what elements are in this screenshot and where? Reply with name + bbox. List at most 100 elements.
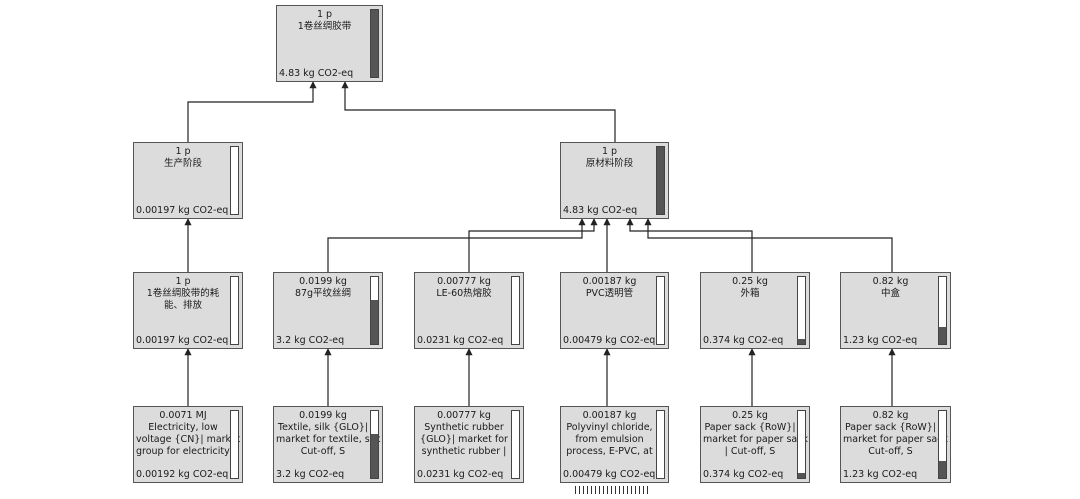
node-label-line: 0.00777 kg bbox=[437, 276, 491, 287]
node-impact-value: 4.83 kg CO2-eq bbox=[279, 68, 354, 79]
node-raw-material-stage: 1 p 原材料阶段 4.83 kg CO2-eq bbox=[560, 142, 669, 219]
node-impact-value: 0.00192 kg CO2-eq bbox=[136, 469, 229, 480]
node-polyvinyl-chloride: 0.00187 kg Polyvinyl chloride, from emul… bbox=[560, 406, 669, 483]
node-impact-value: 0.00197 kg CO2-eq bbox=[136, 205, 229, 216]
node-energy-emissions: 1 p 1卷丝绸胶带的耗 能、排放 0.00197 kg CO2-eq bbox=[133, 272, 243, 349]
node-impact-value: 0.374 kg CO2-eq bbox=[703, 469, 784, 480]
node-label-line: 1卷丝绸胶带的耗 bbox=[146, 288, 220, 299]
node-label-line: market for paper sack bbox=[703, 434, 808, 445]
node-label-line: Textile, silk {GLO}| bbox=[277, 422, 369, 433]
edge-raw-root bbox=[341, 81, 616, 142]
node-label-line: 0.0199 kg bbox=[299, 276, 347, 287]
node-label-line: 能、排放 bbox=[163, 300, 202, 311]
node-label: 0.0071 MJ Electricity, low voltage {CN}|… bbox=[136, 410, 241, 458]
node-label: 0.82 kg Paper sack {RoW}| market for pap… bbox=[843, 410, 948, 458]
node-label-line: Paper sack {RoW}| bbox=[844, 422, 937, 433]
node-label-line: PVC透明管 bbox=[585, 288, 634, 299]
node-pvc-tube: 0.00187 kg PVC透明管 0.00479 kg CO2-eq bbox=[560, 272, 669, 349]
impact-bar-fill bbox=[371, 433, 378, 478]
node-impact-value: 0.00479 kg CO2-eq bbox=[563, 469, 656, 480]
node-impact-value: 1.23 kg CO2-eq bbox=[843, 335, 918, 346]
node-label: 0.82 kg 中盒 bbox=[843, 276, 938, 300]
node-label-line: Synthetic rubber bbox=[424, 422, 504, 433]
node-impact-value: 0.00197 kg CO2-eq bbox=[136, 335, 229, 346]
node-label-line: 0.0071 MJ bbox=[159, 410, 207, 421]
node-label-line: {GLO}| market for bbox=[420, 434, 508, 445]
node-label-line: 生产阶段 bbox=[163, 158, 202, 169]
node-middle-box: 0.82 kg 中盒 1.23 kg CO2-eq bbox=[840, 272, 951, 349]
node-label-line: process, E-PVC, at bbox=[566, 446, 653, 457]
edge-glue-raw bbox=[468, 218, 598, 272]
node-label-line: 1 p bbox=[175, 276, 191, 287]
node-label-line: synthetic rubber | bbox=[421, 446, 507, 457]
node-label: 0.00777 kg Synthetic rubber {GLO}| marke… bbox=[417, 410, 511, 458]
node-label-line: 0.00777 kg bbox=[437, 410, 491, 421]
node-label-line: 1 p bbox=[175, 146, 191, 157]
impact-bar bbox=[511, 410, 520, 479]
impact-bar-fill bbox=[798, 472, 805, 478]
node-impact-value: 0.0231 kg CO2-eq bbox=[417, 335, 504, 346]
node-textile-silk: 0.0199 kg Textile, silk {GLO}| market fo… bbox=[273, 406, 383, 483]
node-label-line: 中盒 bbox=[880, 288, 900, 299]
node-label: 1 p 生产阶段 bbox=[136, 146, 230, 170]
impact-bar bbox=[230, 410, 239, 479]
node-label-line: LE-60热熔胶 bbox=[436, 288, 492, 299]
node-label-line: 0.00187 kg bbox=[582, 276, 637, 287]
node-impact-value: 4.83 kg CO2-eq bbox=[563, 205, 638, 216]
node-impact-value: 3.2 kg CO2-eq bbox=[276, 335, 345, 346]
node-label-line: 0.82 kg bbox=[872, 276, 909, 287]
node-label-line: 87g平纹丝绸 bbox=[294, 288, 352, 299]
node-label-line: 原材料阶段 bbox=[585, 158, 634, 169]
node-label: 0.0199 kg Textile, silk {GLO}| market fo… bbox=[276, 410, 381, 458]
node-label-line: Cut-off, S bbox=[868, 446, 913, 457]
edge-silk-raw bbox=[327, 218, 586, 272]
node-label-line: 0.0199 kg bbox=[299, 410, 347, 421]
node-label-line: from emulsion bbox=[575, 434, 644, 445]
node-label: 0.00187 kg Polyvinyl chloride, from emul… bbox=[563, 410, 656, 458]
node-label-line: 0.82 kg bbox=[872, 410, 909, 421]
node-label-line: 1 p bbox=[316, 9, 333, 20]
node-label-line: 1 p bbox=[601, 146, 618, 157]
node-label-line: Cut-off, S bbox=[300, 446, 346, 457]
node-label-line: | Cut-off, S bbox=[724, 446, 776, 457]
node-impact-value: 0.374 kg CO2-eq bbox=[703, 335, 784, 346]
collapsed-inputs-marker bbox=[575, 486, 648, 494]
impact-bar bbox=[797, 276, 806, 345]
node-label-line: group for electricity, bbox=[136, 446, 233, 457]
node-electricity: 0.0071 MJ Electricity, low voltage {CN}|… bbox=[133, 406, 243, 483]
node-silk-fabric: 0.0199 kg 87g平纹丝绸 3.2 kg CO2-eq bbox=[273, 272, 383, 349]
node-impact-value: 1.23 kg CO2-eq bbox=[843, 469, 918, 480]
node-label-line: voltage {CN}| market bbox=[136, 434, 241, 445]
node-label-line: market for textile, silk bbox=[276, 434, 381, 445]
impact-bar bbox=[230, 276, 239, 345]
impact-bar bbox=[656, 410, 665, 479]
impact-bar bbox=[370, 9, 379, 78]
node-production-stage: 1 p 生产阶段 0.00197 kg CO2-eq bbox=[133, 142, 243, 219]
node-outer-box: 0.25 kg 外箱 0.374 kg CO2-eq bbox=[700, 272, 810, 349]
node-paper-sack-outer: 0.25 kg Paper sack {RoW}| market for pap… bbox=[700, 406, 810, 483]
node-label-line: 外箱 bbox=[740, 288, 760, 299]
node-label-line: Electricity, low bbox=[148, 422, 218, 433]
impact-bar bbox=[370, 410, 379, 479]
node-root: 1 p 1卷丝绸胶带 4.83 kg CO2-eq bbox=[276, 5, 383, 82]
node-label: 0.25 kg 外箱 bbox=[703, 276, 797, 300]
node-label-line: 1卷丝绸胶带 bbox=[297, 21, 352, 32]
node-label-line: Paper sack {RoW}| bbox=[704, 422, 796, 433]
node-impact-value: 0.0231 kg CO2-eq bbox=[417, 469, 504, 480]
node-label: 1 p 1卷丝绸胶带 bbox=[279, 9, 370, 33]
edge-box-raw bbox=[626, 218, 753, 272]
node-label: 1 p 原材料阶段 bbox=[563, 146, 656, 170]
edge-prod-root bbox=[187, 81, 317, 142]
impact-bar bbox=[370, 276, 379, 345]
node-impact-value: 3.2 kg CO2-eq bbox=[276, 469, 345, 480]
node-label-line: 0.25 kg bbox=[732, 276, 768, 287]
node-label-line: Polyvinyl chloride, bbox=[566, 422, 653, 433]
node-label: 0.25 kg Paper sack {RoW}| market for pap… bbox=[703, 410, 808, 458]
impact-bar-fill bbox=[657, 147, 664, 214]
node-paper-sack-middle: 0.82 kg Paper sack {RoW}| market for pap… bbox=[840, 406, 951, 483]
node-label-line: 0.25 kg bbox=[732, 410, 768, 421]
impact-bar bbox=[938, 410, 947, 479]
impact-bar-fill bbox=[939, 461, 946, 478]
node-label: 0.0199 kg 87g平纹丝绸 bbox=[276, 276, 370, 300]
